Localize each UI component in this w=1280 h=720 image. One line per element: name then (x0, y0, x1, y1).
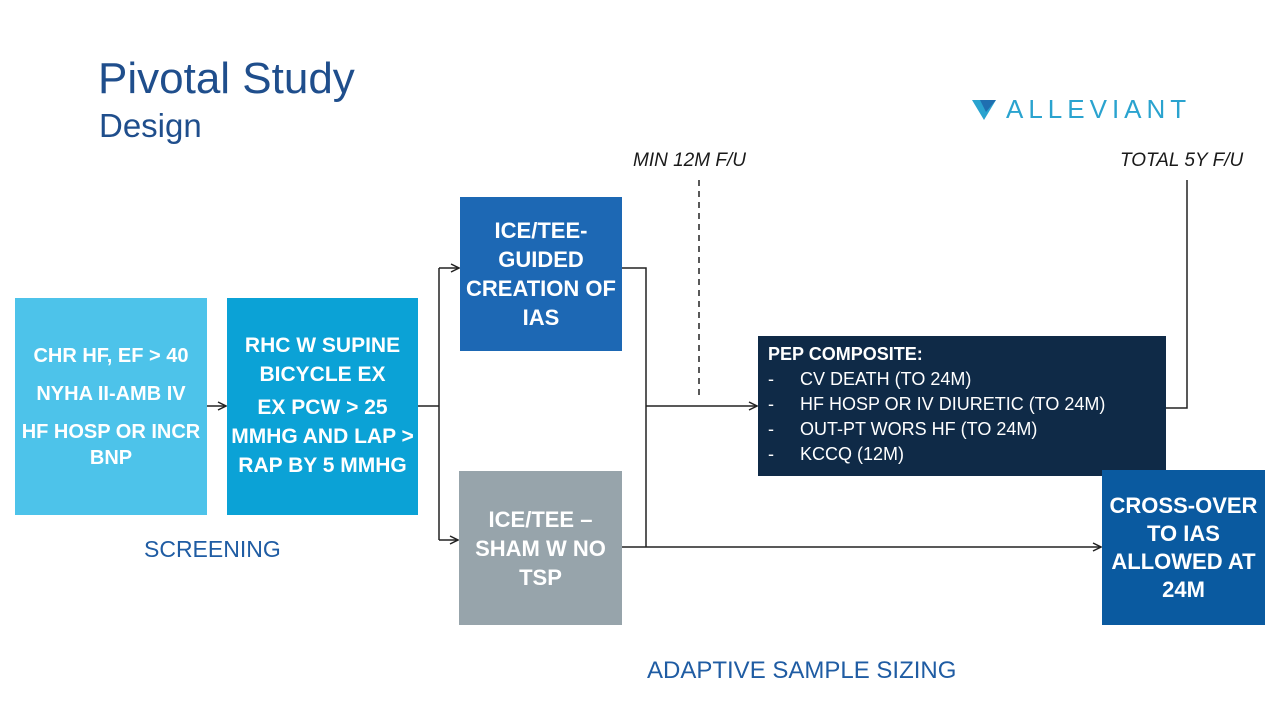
pep-item-text: CV DEATH (TO 24M) (800, 369, 972, 389)
pep-composite-box: PEP COMPOSITE: -CV DEATH (TO 24M) -HF HO… (758, 336, 1166, 476)
page-subtitle: Design (99, 107, 202, 144)
page-title: Pivotal Study (98, 54, 355, 103)
rhc-box: RHC W SUPINE BICYCLE EX EX PCW > 25 MMHG… (227, 298, 418, 515)
pep-item-text: KCCQ (12M) (800, 444, 905, 464)
pep-item-text: OUT-PT WORS HF (TO 24M) (800, 419, 1038, 439)
screening-label: SCREENING (144, 536, 281, 562)
pep-list: -CV DEATH (TO 24M) -HF HOSP OR IV DIURET… (768, 367, 1166, 467)
crossover-text: CROSS-OVER TO IAS ALLOWED AT 24M (1109, 492, 1258, 602)
criteria-line: NYHA II-AMB IV (36, 382, 186, 405)
treatment-text: ICE/TEE-GUIDED CREATION OF IAS (466, 218, 616, 330)
pep-item-text: HF HOSP OR IV DIURETIC (TO 24M) (800, 394, 1106, 414)
rhc-line: EX PCW > 25 MMHG AND LAP > RAP BY 5 MMHG (231, 396, 414, 477)
crossover-box: CROSS-OVER TO IAS ALLOWED AT 24M (1102, 470, 1265, 625)
criteria-line: CHR HF, EF > 40 (33, 344, 189, 367)
adaptive-sample-sizing-label: ADAPTIVE SAMPLE SIZING (647, 657, 957, 684)
total-followup-label: TOTAL 5Y F/U (1120, 150, 1244, 171)
pep-title: PEP COMPOSITE: (768, 344, 923, 364)
logo-text: ALLEVIANT (1006, 94, 1192, 124)
min-followup-label: MIN 12M F/U (633, 150, 746, 171)
logo-mark-icon (972, 99, 996, 120)
rhc-line: RHC W SUPINE BICYCLE EX (244, 334, 401, 386)
connector-treatment-out (622, 267, 647, 547)
criteria-line: HF HOSP OR INCR BNP (21, 420, 201, 469)
sham-text: ICE/TEE – SHAM W NO TSP (475, 506, 606, 590)
treatment-box: ICE/TEE-GUIDED CREATION OF IAS (460, 197, 622, 351)
pep-item: -KCCQ (12M) (768, 442, 1166, 467)
total-followup-marker (1166, 180, 1188, 409)
criteria-box: CHR HF, EF > 40 NYHA II-AMB IV HF HOSP O… (15, 298, 207, 515)
pep-item: -HF HOSP OR IV DIURETIC (TO 24M) (768, 392, 1166, 417)
pep-item: -CV DEATH (TO 24M) (768, 367, 1166, 392)
sham-box: ICE/TEE – SHAM W NO TSP (459, 471, 622, 625)
company-logo: ALLEVIANT (970, 94, 1191, 125)
pep-item: -OUT-PT WORS HF (TO 24M) (768, 417, 1166, 442)
